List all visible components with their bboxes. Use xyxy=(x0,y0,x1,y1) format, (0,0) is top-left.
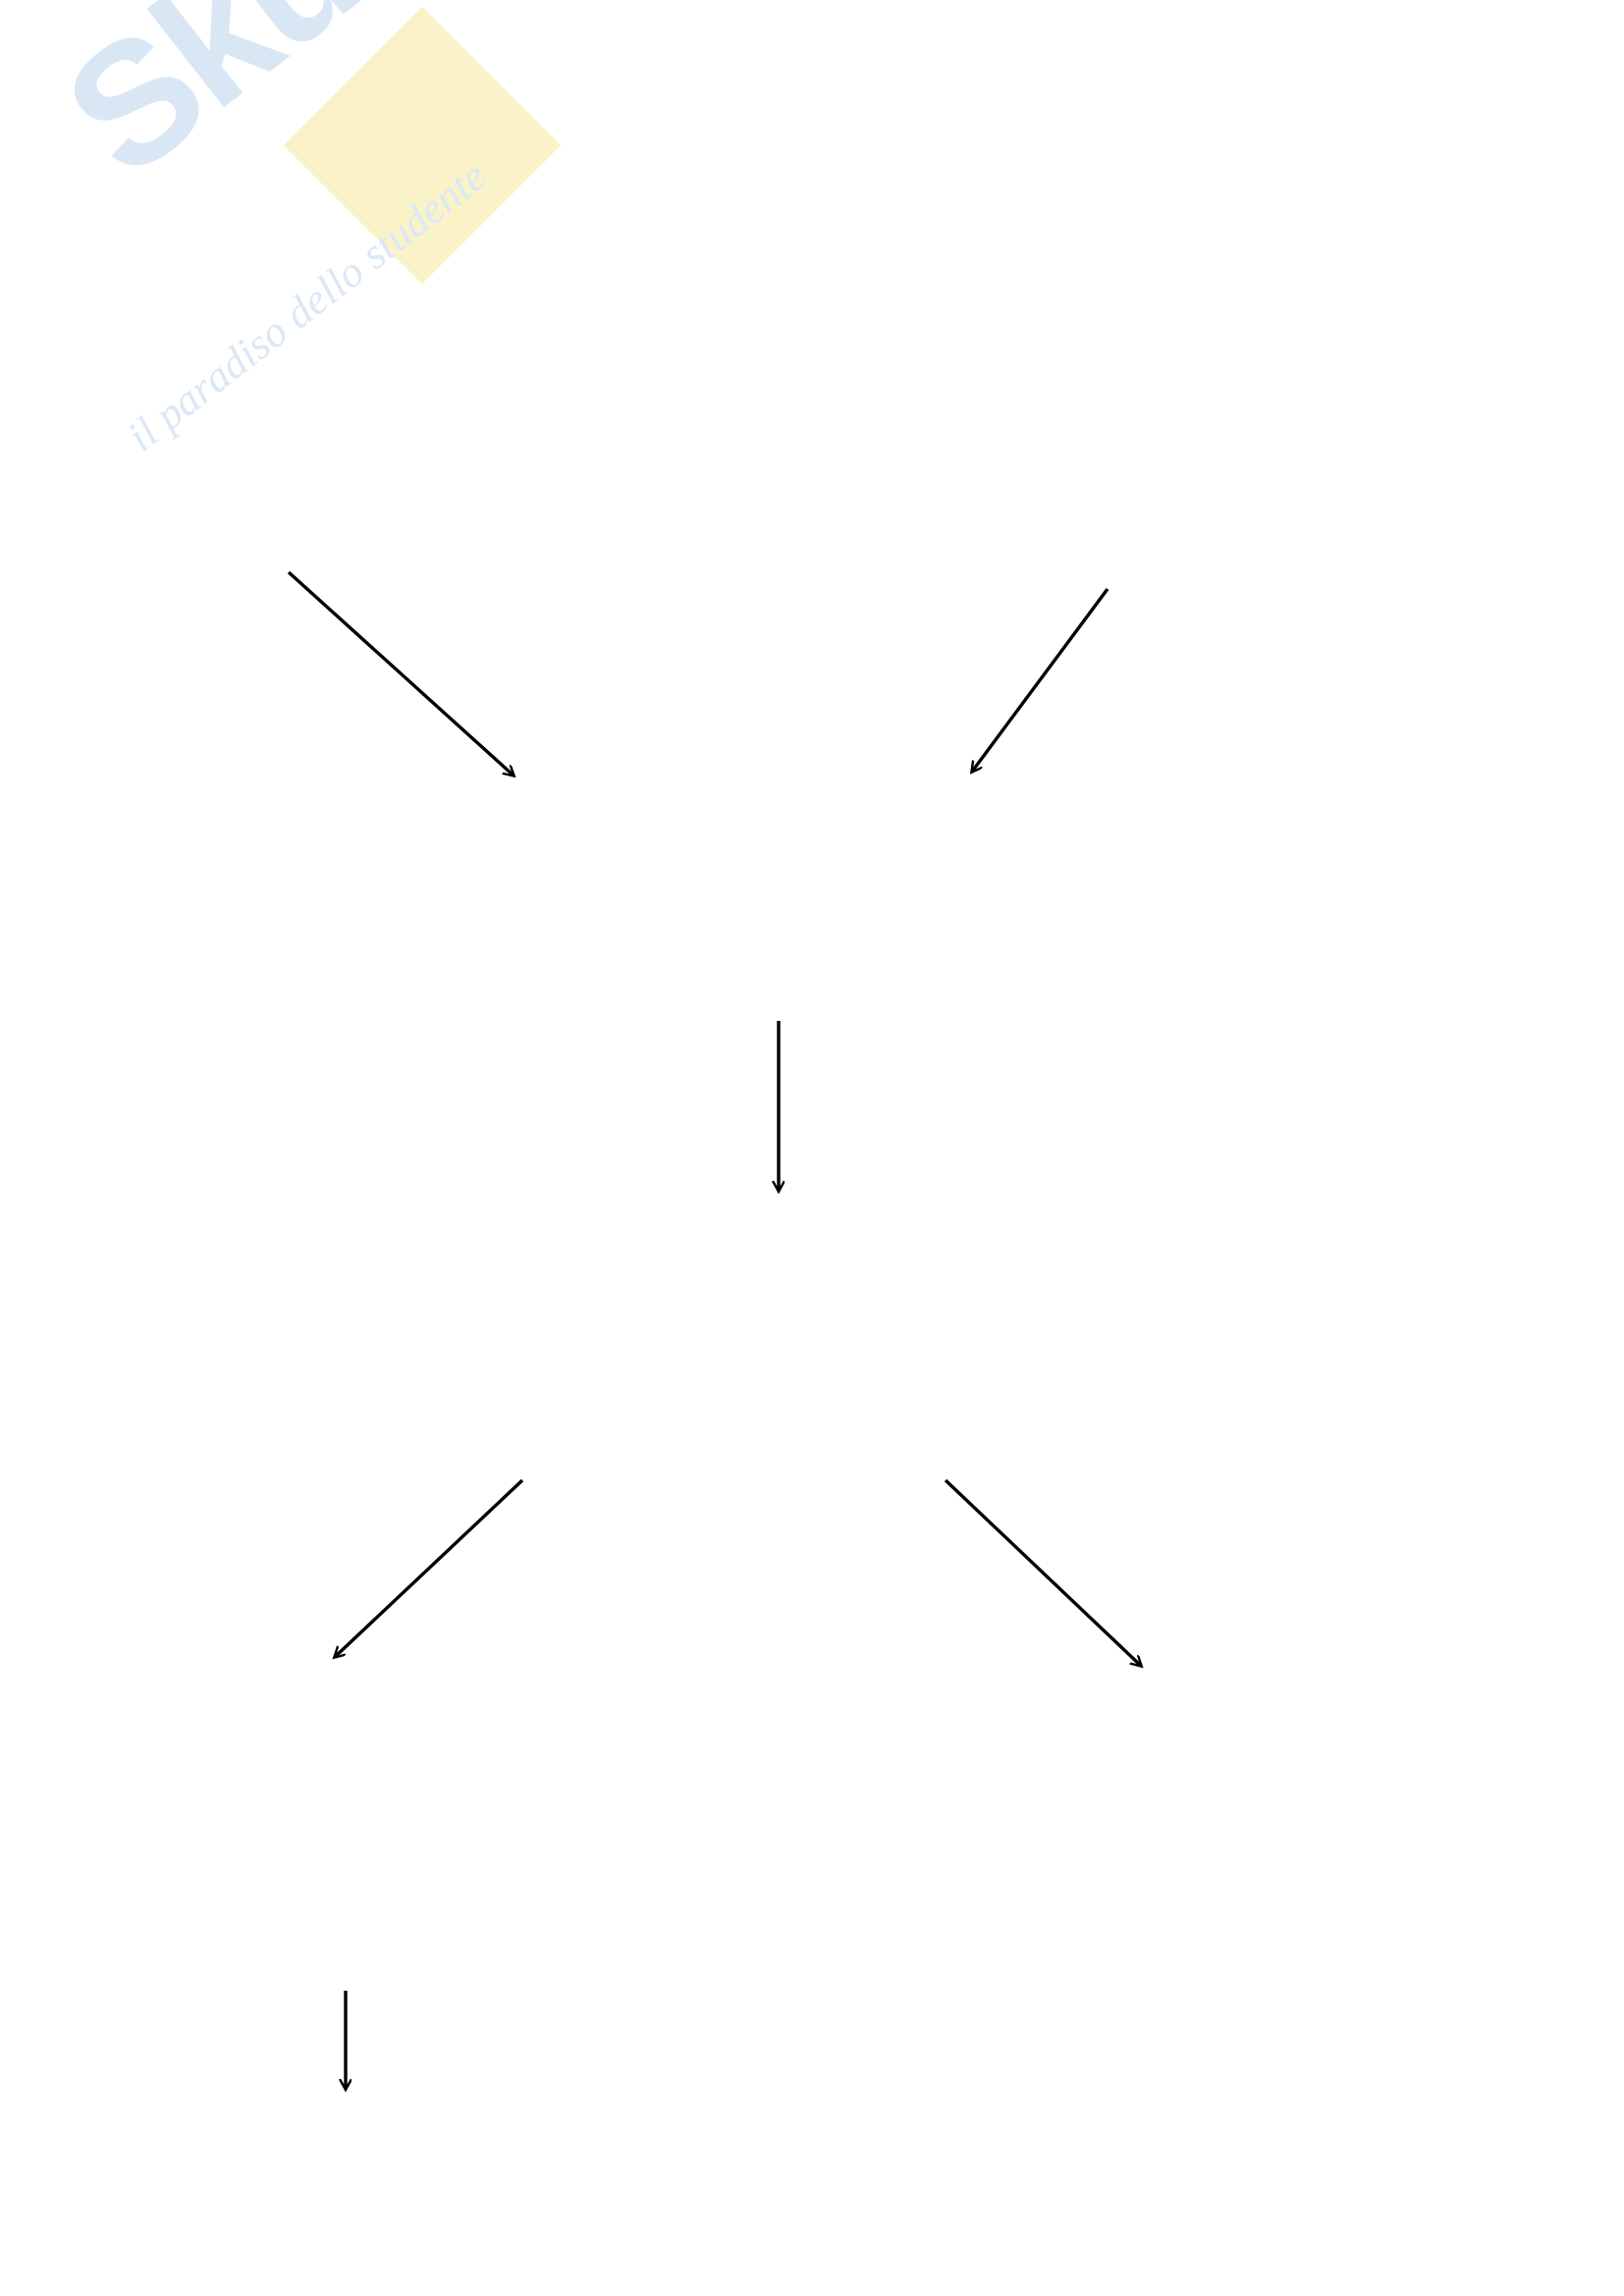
arrow-ostilita-to-fase2 xyxy=(944,1478,1141,1666)
arrow-fiandre-to-conflitto xyxy=(287,570,514,775)
arrow-ostilita-to-fase1 xyxy=(335,1478,524,1657)
arrow-scozia-to-conflitto xyxy=(972,587,1110,772)
